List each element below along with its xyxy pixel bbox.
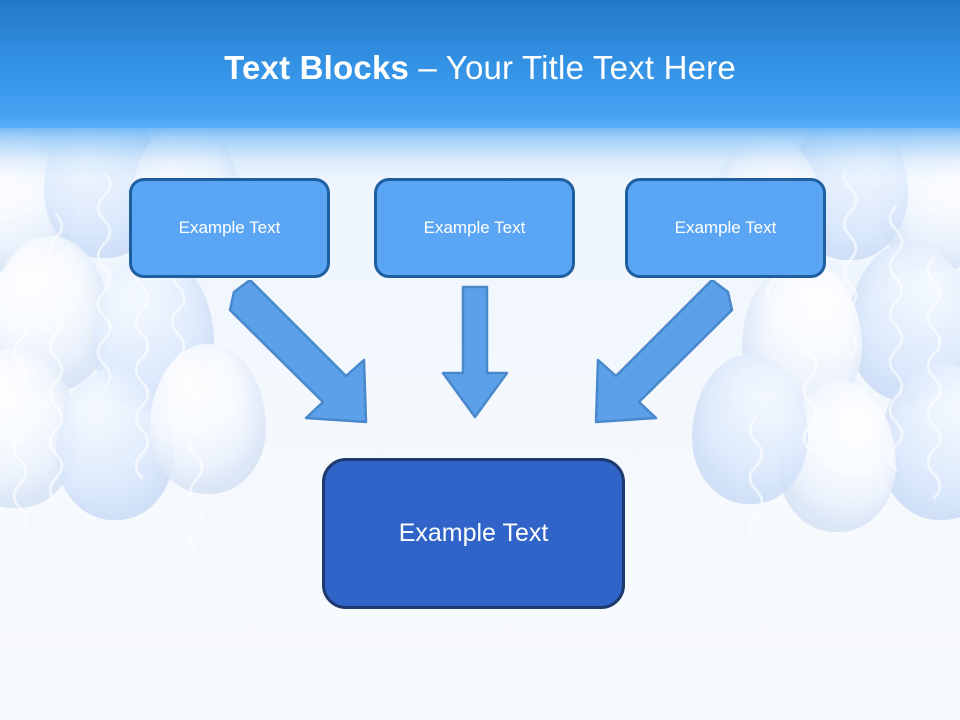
page-title-bold: Text Blocks <box>224 49 410 86</box>
text-block-result-label: Example Text <box>398 519 549 547</box>
title-banner <box>0 0 960 128</box>
text-block-3-label: Example Text <box>674 218 777 237</box>
text-block-2-label: Example Text <box>423 218 526 237</box>
text-block-1[interactable]: Example Text <box>129 178 330 278</box>
arrow-center-vertical <box>441 285 509 419</box>
arrow-left-diagonal <box>228 280 368 424</box>
balloon-shape <box>150 344 266 494</box>
page-title: Text Blocks – Your Title Text Here <box>0 48 960 88</box>
arrow-right-diagonal <box>594 280 734 424</box>
text-block-1-label: Example Text <box>178 218 281 237</box>
text-block-result[interactable]: Example Text <box>322 458 625 609</box>
text-block-2[interactable]: Example Text <box>374 178 575 278</box>
balloon-ribbons-left <box>12 170 204 554</box>
page-title-separator: – <box>409 49 446 86</box>
text-block-3[interactable]: Example Text <box>625 178 826 278</box>
page-title-rest: Your Title Text Here <box>445 49 736 86</box>
